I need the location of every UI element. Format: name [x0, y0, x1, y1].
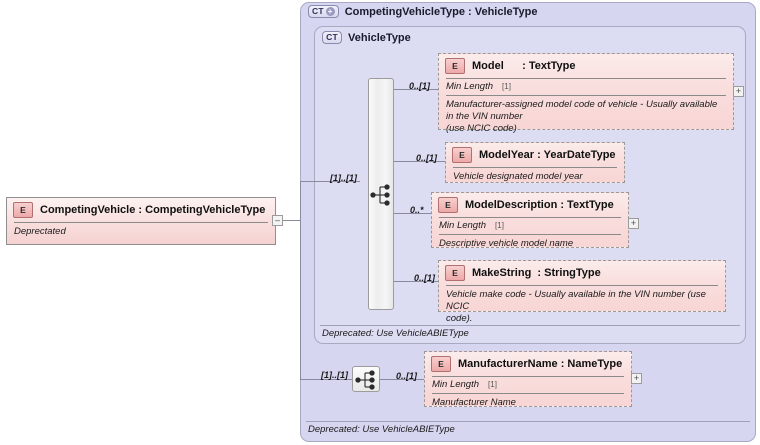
outer-footer-annotation: Deprecated: Use VehicleABIEType: [308, 424, 455, 435]
cardinality-modeldescription: 0..*: [410, 205, 424, 215]
element-box-makestring[interactable]: E MakeString : StringType Vehicle make c…: [438, 260, 726, 324]
connector-to-model: [394, 89, 439, 90]
cardinality-makestring: 0..[1]: [414, 273, 436, 283]
complextype-header-vehicletype: CT VehicleType: [322, 31, 411, 44]
element-icon: E: [445, 265, 465, 281]
badge-text: CT: [312, 6, 324, 17]
element-icon: E: [452, 147, 472, 163]
facet-value: [1]: [488, 380, 497, 389]
connector-to-manufacturername: [380, 379, 425, 380]
element-title-row: E ModelDescription : TextType: [432, 193, 628, 217]
element-name-modelyear: ModelYear : YearDateType: [479, 149, 616, 161]
element-box-model[interactable]: E Model : TextType Min Length [1] Manufa…: [438, 53, 734, 134]
inner-footer-annotation: Deprecated: Use VehicleABIEType: [322, 328, 469, 339]
divider: [432, 393, 624, 394]
complex-type-expandable-icon[interactable]: CT+: [308, 5, 339, 18]
divider: [446, 285, 718, 286]
cardinality-manufacturername-sequence: [1]..[1]: [321, 370, 348, 380]
connector-root-stub: [283, 220, 300, 221]
element-title-row: E MakeString : StringType: [439, 261, 725, 285]
element-icon: E: [431, 356, 451, 372]
divider: [439, 234, 621, 235]
element-title-row: E Model : TextType: [439, 54, 733, 78]
element-name-modeldescription: ModelDescription : TextType: [465, 199, 614, 211]
cardinality-manufacturername: 0..[1]: [396, 371, 418, 381]
facet-label: Min Length: [446, 81, 494, 92]
facet-row-manufacturername: Min Length [1]: [425, 377, 631, 393]
connector-to-modelyear: [394, 161, 446, 162]
complex-type-icon[interactable]: CT: [322, 31, 342, 44]
divider: [446, 95, 726, 96]
divider: [439, 217, 621, 218]
expander-modeldescription[interactable]: +: [628, 218, 639, 229]
facet-value: [1]: [495, 221, 504, 230]
connector-branch-manufacturername: [300, 379, 352, 380]
facet-row-model: Min Length [1]: [439, 79, 733, 95]
inner-footer-divider: [320, 325, 740, 326]
connector-root-trunk: [300, 181, 301, 379]
cardinality-model: 0..[1]: [409, 81, 431, 91]
outer-footer-divider: [306, 421, 750, 422]
complextype-title-inner: VehicleType: [348, 31, 411, 44]
element-description-modeldescription: Descriptive vehicle model name: [439, 238, 574, 249]
expander-manufacturername[interactable]: +: [631, 373, 642, 384]
sequence-icon: [370, 184, 390, 206]
divider: [453, 167, 617, 168]
connector-branch-vehicletype: [300, 181, 360, 182]
sequence-icon: [355, 370, 375, 390]
complextype-title-outer: CompetingVehicleType : VehicleType: [344, 5, 538, 18]
connector-to-modeldescription: [394, 213, 432, 214]
facet-value: [1]: [502, 82, 511, 91]
divider: [432, 376, 624, 377]
sequence-compositor-vehicletype[interactable]: [368, 78, 394, 310]
collapse-toggle-competingvehicle[interactable]: –: [272, 215, 283, 226]
element-name-manufacturername: ManufacturerName : NameType: [458, 358, 623, 370]
element-description-manufacturername: Manufacturer Name: [432, 397, 516, 408]
plus-glyph: +: [325, 7, 335, 16]
element-box-competingvehicle[interactable]: E CompetingVehicle : CompetingVehicleTyp…: [6, 197, 276, 245]
element-description-makestring: Vehicle make code - Usually available in…: [446, 289, 706, 324]
element-box-modelyear[interactable]: E ModelYear : YearDateType Vehicle desig…: [445, 142, 625, 183]
cardinality-modelyear: 0..[1]: [416, 153, 438, 163]
element-description-modelyear: Vehicle designated model year: [453, 171, 583, 182]
facet-label: Min Length: [439, 220, 487, 231]
divider: [14, 222, 268, 223]
element-description-model: Manufacturer-assigned model code of vehi…: [446, 99, 718, 134]
sequence-compositor-manufacturername[interactable]: [352, 366, 380, 392]
element-annotation-competingvehicle: Deprectated: [14, 226, 66, 237]
element-box-manufacturername[interactable]: E ManufacturerName : NameType Min Length…: [424, 351, 632, 408]
facet-row-modeldescription: Min Length [1]: [432, 218, 628, 234]
element-name-model: Model : TextType: [472, 60, 576, 72]
facet-label: Min Length: [432, 379, 480, 390]
element-icon: E: [13, 202, 33, 218]
element-title-row: E ManufacturerName : NameType: [425, 352, 631, 376]
element-box-modeldescription[interactable]: E ModelDescription : TextType Min Length…: [431, 192, 629, 249]
element-icon: E: [438, 197, 458, 213]
element-name-competingvehicle: CompetingVehicle : CompetingVehicleType: [40, 204, 266, 216]
element-name-makestring: MakeString : StringType: [472, 267, 601, 279]
complextype-header-competingvehicletype: CT+ CompetingVehicleType : VehicleType: [308, 5, 538, 18]
divider: [446, 78, 726, 79]
cardinality-vehicletype-sequence: [1]..[1]: [330, 173, 357, 183]
connector-to-makestring: [394, 281, 439, 282]
element-title-row: E ModelYear : YearDateType: [446, 143, 624, 167]
expander-model[interactable]: +: [733, 86, 744, 97]
element-icon: E: [445, 58, 465, 74]
element-title-row: E CompetingVehicle : CompetingVehicleTyp…: [7, 198, 275, 222]
